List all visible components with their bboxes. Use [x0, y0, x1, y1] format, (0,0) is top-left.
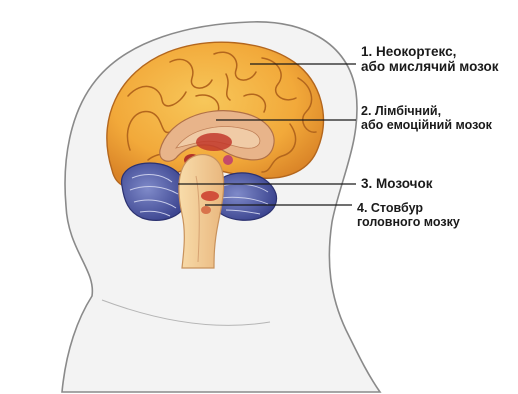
- label-brainstem-line1: 4. Стовбур: [357, 201, 460, 215]
- label-limbic-line1: 2. Лімбічний,: [361, 104, 492, 118]
- label-limbic-line2: або емоційний мозок: [361, 118, 492, 132]
- label-brainstem: 4. Стовбур головного мозку: [357, 201, 460, 229]
- label-limbic: 2. Лімбічний, або емоційний мозок: [361, 104, 492, 132]
- label-neocortex-line1: 1. Неокортекс,: [361, 44, 499, 59]
- label-cerebellum: 3. Мозочок: [361, 176, 432, 191]
- label-brainstem-line2: головного мозку: [357, 215, 460, 229]
- label-neocortex-line2: або мислячий мозок: [361, 59, 499, 74]
- label-neocortex: 1. Неокортекс, або мислячий мозок: [361, 44, 499, 74]
- label-cerebellum-line1: 3. Мозочок: [361, 176, 432, 191]
